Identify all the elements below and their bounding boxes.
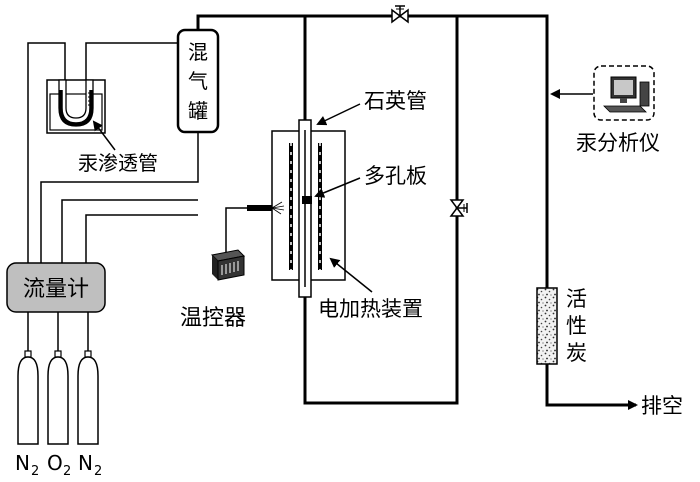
cylinder-label-o2: O 2 [47,451,71,479]
valve-icon [391,5,409,24]
cylinder-n2-right-main: N [78,451,93,475]
gas-cylinder-icon [17,350,39,445]
temperature-controller-label: 温控器 [180,306,246,331]
mixing-tank-label-2: 气 [188,69,208,93]
mixing-tank-label-1: 混 [188,40,208,64]
gas-cylinder-icon [47,350,69,445]
mercury-permeation-tube: 汞渗透管 [46,79,158,175]
electric-heater-label: 电加热装置 [318,297,423,321]
flowmeter-label: 流量计 [23,277,89,302]
activated-carbon-label-1: 活 [566,287,587,311]
exhaust-label: 排空 [641,394,683,418]
pointer-arrows [314,89,593,293]
activated-carbon-label-2: 性 [566,314,587,338]
activated-carbon-label-3: 炭 [566,341,587,365]
porous-plate [302,196,312,204]
gas-cylinder-icon [77,350,99,445]
quartz-tube-label: 石英管 [364,89,427,113]
temperature-controller-icon [210,249,246,281]
thermocouple [225,201,285,255]
gas-lines [27,42,199,355]
cylinder-o2-sub: 2 [63,464,71,479]
valve-icon [449,199,468,217]
porous-plate-label: 多孔板 [364,164,427,188]
activated-carbon-column [536,287,558,365]
cylinder-o2-main: O [47,451,63,475]
mercury-analyzer-label: 汞分析仪 [576,131,660,155]
cylinder-label-n2-right: N 2 [78,451,102,479]
permeation-tube-label: 汞渗透管 [78,151,158,175]
cylinder-n2-right-sub: 2 [94,464,102,479]
mixing-tank-label-3: 罐 [188,99,208,123]
cylinder-n2-left-sub: 2 [31,464,39,479]
computer-icon [593,65,655,121]
flowmeter: 流量计 [6,262,106,313]
quartz-tube [298,119,312,298]
mixing-tank: 混 气 罐 [176,28,220,134]
cylinder-label-n2-left: N 2 [15,451,39,479]
cylinder-n2-left-main: N [15,451,30,475]
